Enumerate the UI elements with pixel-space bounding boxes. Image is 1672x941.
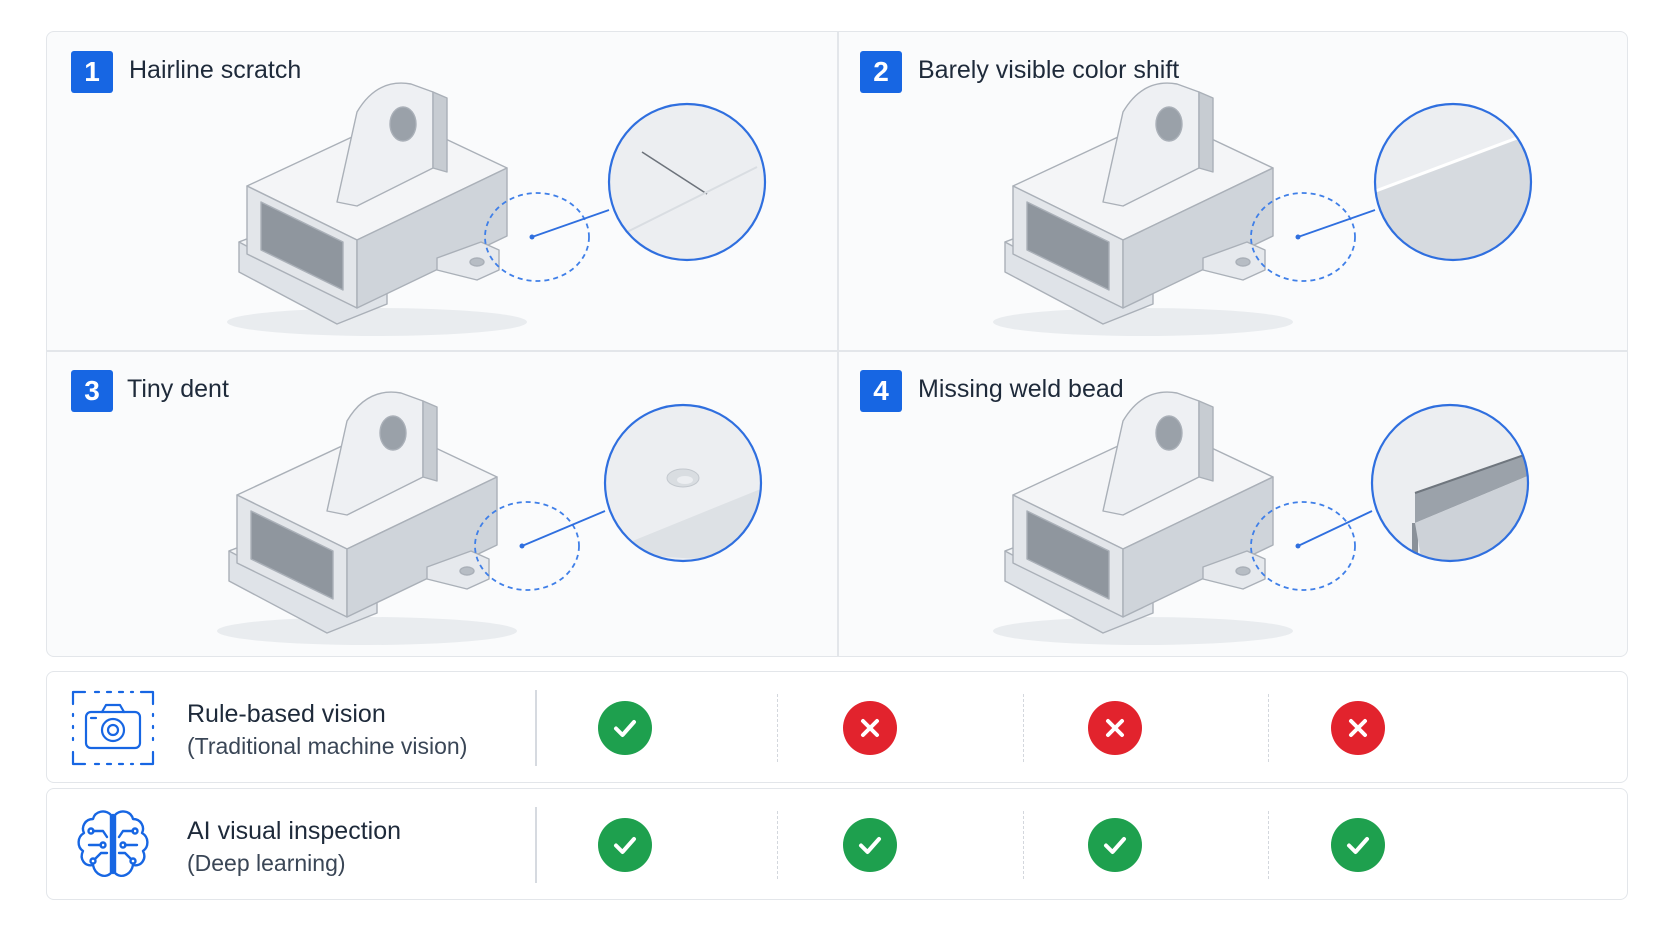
pass-check-icon xyxy=(843,818,897,872)
grid-divider-vertical xyxy=(837,32,839,656)
defect-cell-1: 1 Hairline scratch xyxy=(47,32,837,350)
pass-check-icon xyxy=(598,701,652,755)
brain-circuit-icon xyxy=(77,810,149,877)
defect-title: Tiny dent xyxy=(127,375,229,403)
pass-check-icon xyxy=(1331,818,1385,872)
bracket-illustration xyxy=(993,391,1530,645)
method-name: AI visual inspection xyxy=(187,817,402,845)
defect-title: Barely visible color shift xyxy=(918,56,1180,84)
method-row-ai: AI visual inspection (Deep learning) xyxy=(46,788,1628,900)
defect-title: Missing weld bead xyxy=(918,375,1124,403)
bracket-illustration xyxy=(227,82,767,336)
defect-number-badge: 2 xyxy=(860,51,902,93)
column-separator xyxy=(1268,694,1269,762)
method-subtitle: (Deep learning) xyxy=(187,850,346,876)
defect-number-badge: 3 xyxy=(71,370,113,412)
pass-check-icon xyxy=(1088,818,1142,872)
column-separator xyxy=(1268,811,1269,879)
fail-x-icon xyxy=(1088,701,1142,755)
column-separator xyxy=(777,694,778,762)
camera-icon xyxy=(71,690,155,766)
method-row-rule-based: Rule-based vision (Traditional machine v… xyxy=(46,671,1628,783)
defect-grid: 1 Hairline scratch 2 Barely visi xyxy=(46,31,1628,657)
bracket-illustration xyxy=(993,82,1533,336)
defect-number-badge: 1 xyxy=(71,51,113,93)
bracket-illustration xyxy=(217,391,763,645)
method-subtitle: (Traditional machine vision) xyxy=(187,733,468,759)
pass-check-icon xyxy=(598,818,652,872)
row-divider xyxy=(535,690,537,766)
fail-x-icon xyxy=(1331,701,1385,755)
column-separator xyxy=(777,811,778,879)
grid-divider-horizontal xyxy=(47,350,1627,352)
fail-x-icon xyxy=(843,701,897,755)
defect-number-badge: 4 xyxy=(860,370,902,412)
defect-title: Hairline scratch xyxy=(129,56,302,84)
column-separator xyxy=(1023,694,1024,762)
row-divider xyxy=(535,807,537,883)
column-separator xyxy=(1023,811,1024,879)
defect-cell-3: 3 Tiny dent xyxy=(47,351,837,656)
method-name: Rule-based vision xyxy=(187,700,386,728)
defect-cell-2: 2 Barely visible color shift xyxy=(838,32,1627,350)
defect-cell-4: 4 Missing weld bead xyxy=(838,351,1627,656)
